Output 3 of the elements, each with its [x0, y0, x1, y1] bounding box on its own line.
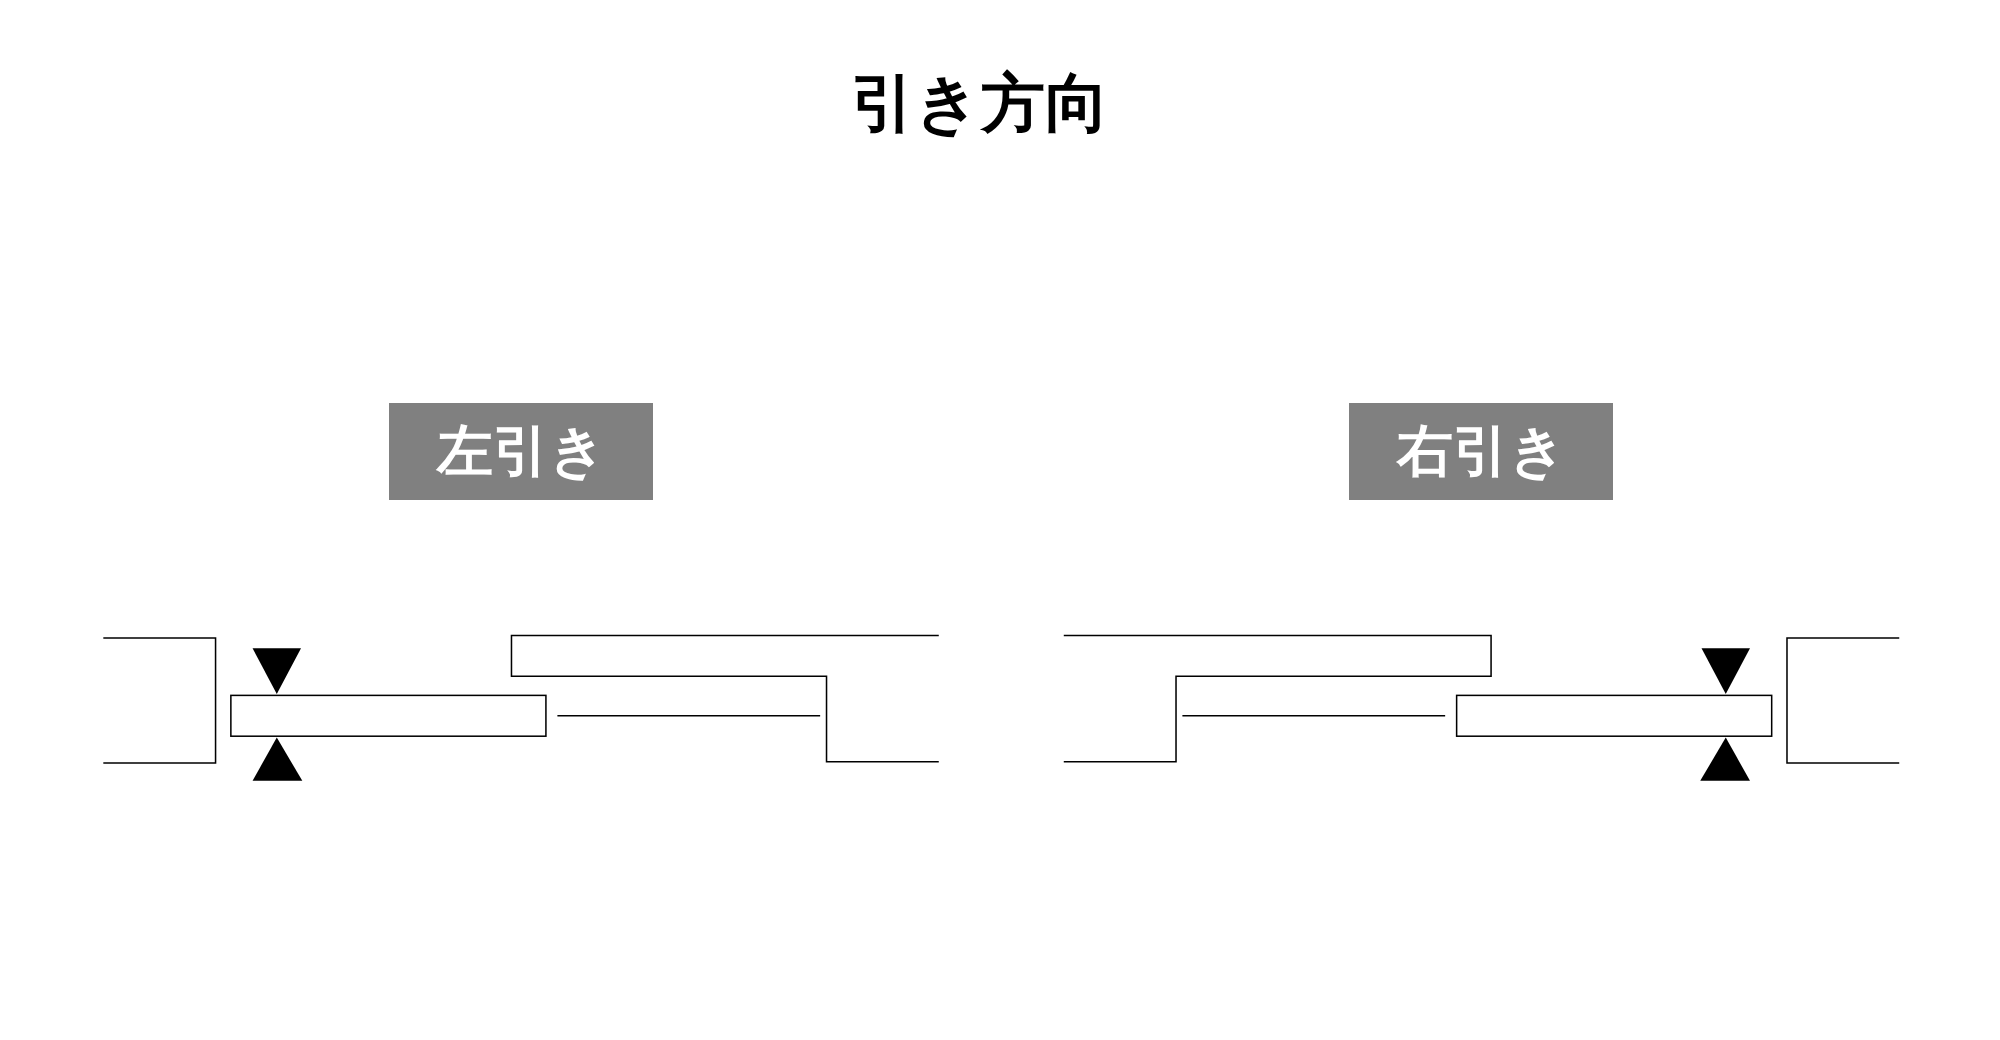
- label-tag: 左引き: [389, 403, 653, 500]
- label-tag: 右引き: [1349, 403, 1613, 500]
- diagram-title: 引き方向: [850, 65, 1110, 142]
